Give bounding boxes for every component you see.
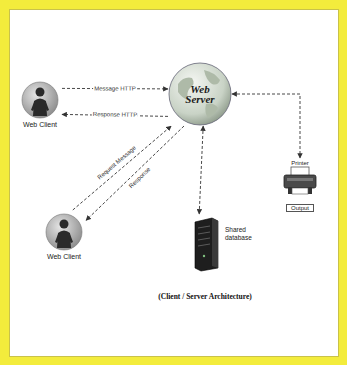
http-connector [73,126,171,210]
edge-label: Message HTTP [93,85,137,92]
web-server-globe: Web Server [168,62,232,126]
printer-node: PrinterOutput [280,158,320,216]
printer-label: Printer [282,160,318,166]
shared-database-node: Shared database [190,214,267,274]
printer-icon [282,166,318,196]
http-connector [199,126,203,214]
web-client-node: Web Client [42,210,86,262]
database-label: Shared database [225,226,265,242]
http-connector [232,94,300,158]
client-icon [44,212,84,252]
client-icon [20,80,60,120]
database-server-icon [192,216,220,272]
output-tray-label: Output [286,204,314,212]
edge-label: Response HTTP [92,111,138,119]
client-label: Web Client [44,253,84,260]
web-client-node: Web Client [18,78,62,130]
server-label: Web Server [180,84,220,104]
http-connector [86,126,184,220]
edge-label: Response [127,166,153,191]
caption: (Client / Server Architecture) [158,292,252,301]
client-label: Web Client [20,121,60,128]
